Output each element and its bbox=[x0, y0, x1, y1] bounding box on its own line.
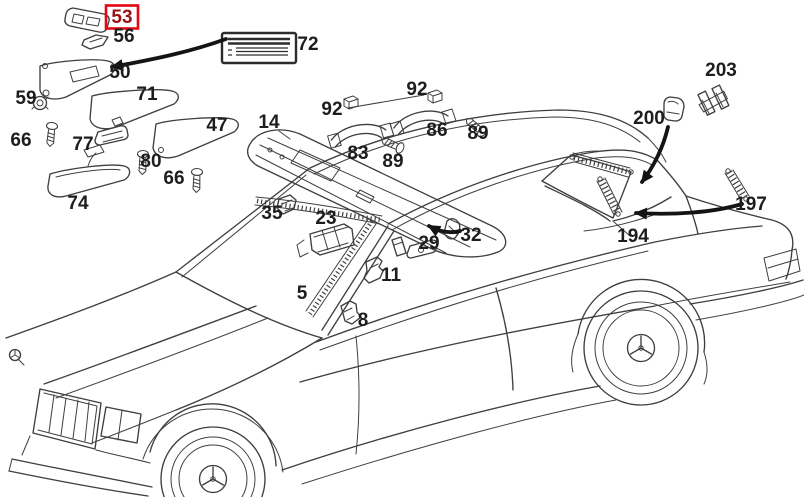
part-71-sun-visor bbox=[89, 89, 179, 130]
part-label-194-26[interactable]: 194 bbox=[617, 226, 649, 247]
car-body-outline bbox=[5, 109, 804, 485]
front-wheel bbox=[142, 403, 284, 497]
part-label-11-22[interactable]: 11 bbox=[381, 265, 402, 286]
part-200-bracket bbox=[663, 96, 685, 122]
part-label-8-23[interactable]: 8 bbox=[358, 310, 369, 331]
part-11-clip bbox=[363, 256, 384, 284]
part-77-mirror-base bbox=[94, 125, 129, 146]
part-label-80-10[interactable]: 80 bbox=[140, 151, 161, 172]
arrow-label72-to-visor50 bbox=[110, 37, 228, 71]
part-label-200-28[interactable]: 200 bbox=[633, 108, 665, 129]
part-label-77-9[interactable]: 77 bbox=[72, 134, 93, 155]
wheel-star-icon bbox=[198, 464, 228, 494]
part-label-56-1[interactable]: 56 bbox=[113, 26, 134, 47]
part-66-screw bbox=[43, 121, 59, 148]
part-47-sun-visor bbox=[152, 117, 239, 159]
part-label-74-12[interactable]: 74 bbox=[67, 193, 89, 214]
leader-92 bbox=[347, 94, 425, 109]
part-label-203-29[interactable]: 203 bbox=[705, 60, 737, 81]
arrow-197-to-molding bbox=[634, 202, 744, 220]
part-92-clip bbox=[427, 89, 443, 104]
part-label-47-5[interactable]: 47 bbox=[206, 115, 227, 136]
front-grille bbox=[32, 388, 102, 450]
part-35-clip bbox=[276, 194, 297, 215]
pointer-arrows bbox=[110, 37, 744, 237]
part-29-bracket bbox=[391, 236, 438, 259]
part-label-23-20[interactable]: 23 bbox=[315, 208, 336, 229]
part-53-overhead-console bbox=[64, 7, 110, 33]
part-label-32-25[interactable]: 32 bbox=[460, 225, 481, 246]
part-label-53-0[interactable]: 53 bbox=[111, 7, 132, 28]
instruction-label-72 bbox=[220, 31, 298, 65]
rear-wheel bbox=[571, 278, 708, 406]
part-label-92-14[interactable]: 92 bbox=[406, 79, 427, 100]
highlight-box-53 bbox=[104, 4, 140, 30]
part-59-nut bbox=[31, 95, 49, 111]
part-label-35-19[interactable]: 35 bbox=[261, 203, 283, 224]
part-label-14-6[interactable]: 14 bbox=[258, 112, 280, 133]
front-bumper bbox=[8, 435, 153, 497]
part-74-rearview-mirror bbox=[47, 144, 131, 198]
part-56-lens bbox=[81, 34, 109, 50]
part-label-66-11[interactable]: 66 bbox=[163, 168, 184, 189]
part-label-29-24[interactable]: 29 bbox=[418, 233, 439, 254]
part-8-bracket bbox=[340, 300, 362, 325]
hood-star-icon bbox=[8, 348, 25, 366]
part-203-bracket bbox=[697, 84, 730, 116]
wheel-star-icon bbox=[626, 333, 656, 363]
part-label-72-2[interactable]: 72 bbox=[297, 34, 318, 55]
part-32-bracket bbox=[443, 218, 461, 240]
part-label-89-18[interactable]: 89 bbox=[467, 123, 488, 144]
part-label-66-8[interactable]: 66 bbox=[10, 130, 31, 151]
part-197-molding bbox=[724, 168, 750, 202]
part-label-86-17[interactable]: 86 bbox=[426, 120, 447, 141]
part-label-71-4[interactable]: 71 bbox=[136, 84, 158, 105]
part-label-5-21[interactable]: 5 bbox=[297, 283, 308, 304]
headlight bbox=[100, 406, 142, 444]
part-label-50-3[interactable]: 50 bbox=[109, 62, 130, 83]
part-label-59-7[interactable]: 59 bbox=[15, 88, 36, 109]
part-66-screw bbox=[190, 167, 204, 194]
part-23-box bbox=[296, 223, 355, 258]
part-label-92-13[interactable]: 92 bbox=[321, 99, 342, 120]
part-label-197-27[interactable]: 197 bbox=[735, 194, 767, 215]
arrow-32-to-pillar-joint bbox=[427, 224, 462, 237]
arrow-200-to-roof-edge bbox=[640, 125, 670, 184]
part-label-83-15[interactable]: 83 bbox=[347, 143, 368, 164]
part-label-89-16[interactable]: 89 bbox=[382, 151, 403, 172]
